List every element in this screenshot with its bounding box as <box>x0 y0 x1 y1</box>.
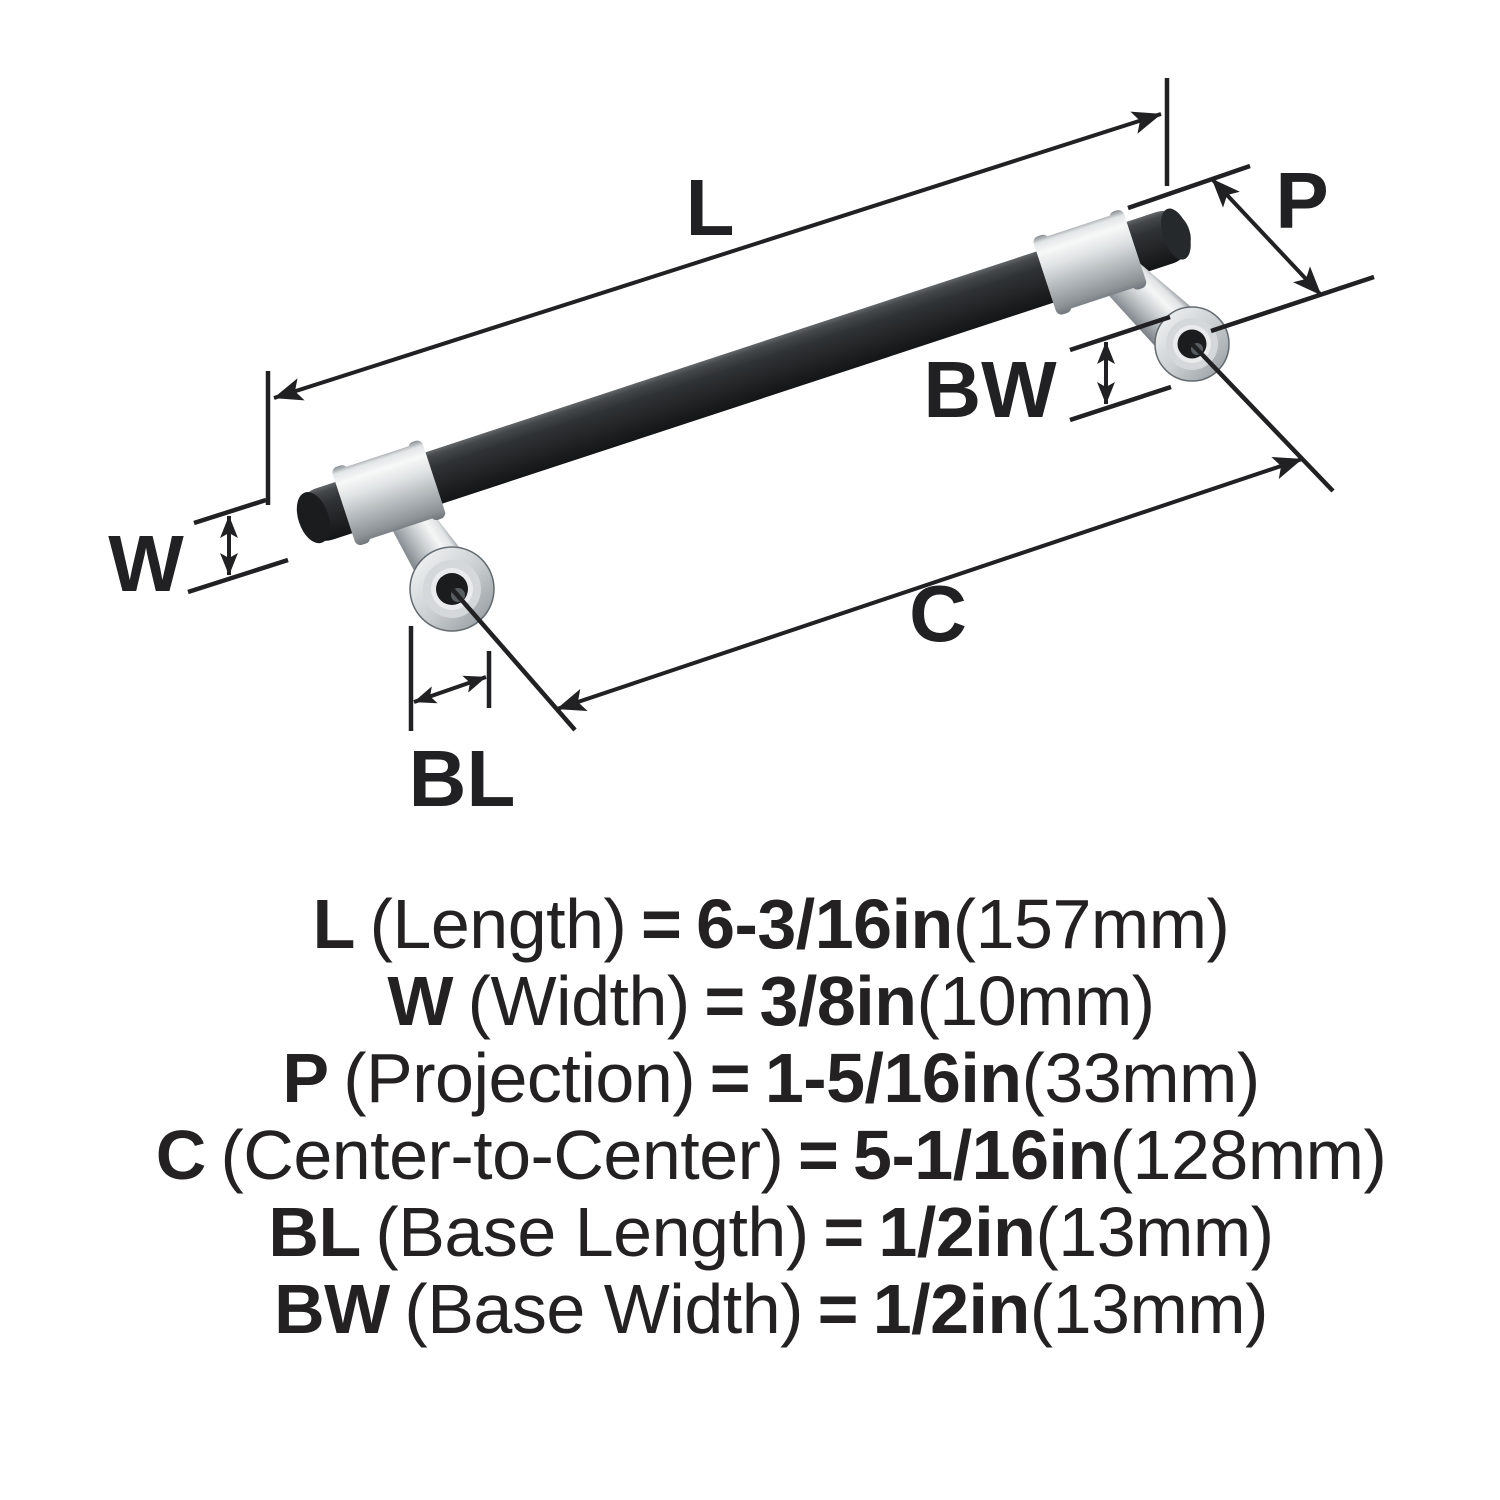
spec-abbr: BL <box>268 1193 361 1271</box>
spec-abbr: BW <box>274 1270 390 1348</box>
spec-value: 3/8in <box>759 962 917 1040</box>
base-width-extension-bottom <box>1069 384 1172 423</box>
width-extension-bottom <box>187 557 289 595</box>
projection-label: P <box>1275 156 1328 245</box>
dimension-length: L <box>265 78 1170 505</box>
width-label: W <box>108 519 184 608</box>
spec-name: (Base Length) <box>375 1193 809 1271</box>
pull-handle <box>296 208 1230 632</box>
spec-line-base-length: BL(Base Length)=1/2in(13mm) <box>42 1194 1500 1271</box>
length-dimension-line <box>273 111 1162 401</box>
spec-name: (Length) <box>369 885 627 963</box>
spec-name: (Width) <box>467 962 691 1040</box>
bar-left-cap <box>296 492 330 544</box>
spec-metric: (13mm) <box>1029 1270 1269 1348</box>
spec-equals: = <box>704 962 745 1040</box>
length-label: L <box>686 163 735 252</box>
spec-line-width: W(Width)=3/8in(10mm) <box>42 963 1500 1040</box>
base-width-label: BW <box>923 345 1057 434</box>
spec-equals: = <box>641 885 682 963</box>
spec-line-length: L(Length)=6-3/16in(157mm) <box>42 886 1500 963</box>
dimension-base-width: BW <box>923 314 1172 434</box>
spec-metric: (128mm) <box>1109 1116 1387 1194</box>
spec-abbr: P <box>282 1039 329 1117</box>
dimension-center-to-center: C <box>450 342 1335 732</box>
spec-metric: (10mm) <box>916 962 1156 1040</box>
dimension-width: W <box>108 497 289 608</box>
projection-extension-top <box>1127 163 1251 211</box>
spec-name: (Center-to-Center) <box>220 1116 784 1194</box>
spec-metric: (13mm) <box>1035 1193 1274 1271</box>
width-extension-top <box>193 497 267 526</box>
center-dimension-line <box>556 457 1303 711</box>
spec-value: 1/2in <box>872 1270 1031 1348</box>
spec-metric: (157mm) <box>952 885 1230 963</box>
dimension-projection: P <box>1127 156 1375 334</box>
projection-extension-bottom <box>1210 274 1375 334</box>
spec-equals: = <box>817 1270 859 1348</box>
base-length-dimension-arrow <box>413 675 487 704</box>
dimension-drawing: L W P BW C <box>108 78 1375 823</box>
spec-value: 5-1/16in <box>853 1116 1110 1194</box>
spec-metric: (33mm) <box>1021 1039 1261 1117</box>
projection-dimension-arrow <box>1210 177 1323 297</box>
spec-abbr: L <box>312 885 356 963</box>
spec-equals: = <box>797 1116 839 1194</box>
spec-name: (Base Width) <box>404 1270 803 1348</box>
spec-equals: = <box>709 1039 751 1117</box>
spec-value: 1-5/16in <box>764 1039 1022 1117</box>
base-width-extension-top <box>1069 314 1171 353</box>
center-leader-right <box>1190 342 1335 493</box>
spec-line-base-width: BW(Base Width)=1/2in(13mm) <box>42 1271 1500 1348</box>
center-leader-left <box>450 587 577 732</box>
spec-value: 6-3/16in <box>696 885 953 963</box>
spec-line-center-to-center: C(Center-to-Center)=5-1/16in(128mm) <box>42 1117 1500 1194</box>
center-label: C <box>909 569 967 658</box>
dimension-base-length: BL <box>409 626 516 823</box>
spec-value: 1/2in <box>878 1193 1036 1271</box>
base-length-label: BL <box>409 734 516 823</box>
spec-abbr: C <box>155 1116 207 1194</box>
left-collar <box>332 440 446 546</box>
spec-list: L(Length)=6-3/16in(157mm) W(Width)=3/8in… <box>0 886 1500 1348</box>
bar-right-cap <box>1161 208 1191 260</box>
spec-line-projection: P(Projection)=1-5/16in(33mm) <box>42 1040 1500 1117</box>
spec-equals: = <box>823 1193 864 1271</box>
spec-abbr: W <box>387 962 453 1040</box>
spec-name: (Projection) <box>343 1039 696 1117</box>
